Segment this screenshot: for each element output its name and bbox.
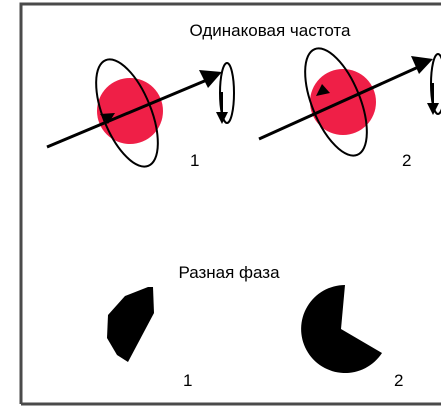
spin-axis-arrow-1 — [46, 75, 215, 149]
outer-frame — [19, 2, 441, 406]
spin-label-1: 1 — [190, 151, 199, 170]
spin-axis-arrowhead-2 — [411, 56, 433, 74]
spin-label-2: 2 — [402, 151, 411, 170]
small-rotation-loop-1 — [219, 62, 235, 124]
small-loop-arrowhead-1 — [216, 112, 228, 124]
phase-label-2: 2 — [394, 371, 403, 390]
phase-sector-2 — [301, 285, 382, 373]
heading-same-frequency: Одинаковая частота — [190, 21, 351, 40]
small-rotation-loop-2 — [430, 53, 441, 115]
phase-sector-1 — [107, 287, 154, 362]
spin-diagram-1: 1 — [46, 58, 235, 170]
spin-axis-arrowhead-1 — [199, 70, 222, 88]
small-loop-arrowhead-2 — [427, 103, 439, 115]
precession-orbit-2 — [304, 47, 368, 157]
precession-arrowhead-2 — [316, 84, 330, 96]
spin-diagram-2: 2 — [258, 47, 441, 170]
heading-different-phase: Разная фаза — [178, 263, 280, 282]
precession-orbit-1 — [95, 58, 159, 168]
phase-label-1: 1 — [183, 371, 192, 390]
precession-arrowhead-1 — [100, 113, 115, 124]
spin-axis-arrow-2 — [258, 62, 426, 141]
